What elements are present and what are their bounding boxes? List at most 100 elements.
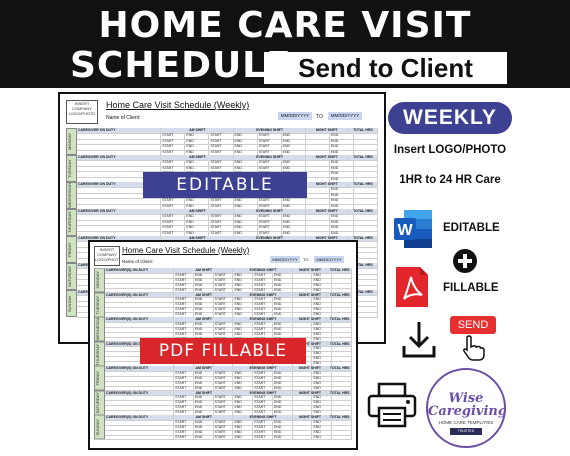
caregiver-cell[interactable] (77, 160, 162, 166)
blank-cell[interactable] (332, 429, 352, 435)
blank-cell[interactable] (293, 419, 313, 425)
start-time-cell[interactable]: START (174, 282, 194, 288)
date-from-field[interactable]: MM/DD/YYYY (278, 112, 312, 120)
end-time-cell[interactable]: END (282, 225, 306, 231)
end-time-cell[interactable]: END (312, 395, 333, 401)
blank-cell[interactable] (354, 203, 378, 209)
start-time-cell[interactable]: START (214, 405, 234, 411)
start-time-cell[interactable]: START (174, 429, 194, 435)
blank-cell[interactable] (332, 356, 352, 362)
start-time-cell[interactable]: START (253, 331, 273, 337)
start-time-cell[interactable]: START (253, 272, 273, 278)
blank-cell[interactable] (293, 282, 313, 288)
start-time-cell[interactable]: START (253, 375, 273, 381)
end-time-cell[interactable]: END (312, 287, 333, 293)
start-time-cell[interactable]: START (214, 321, 234, 327)
end-time-cell[interactable]: END (233, 321, 254, 327)
start-time-cell[interactable]: START (161, 138, 186, 145)
end-time-cell[interactable]: END (312, 356, 333, 362)
start-time-cell[interactable]: START (209, 165, 234, 172)
blank-cell[interactable] (332, 297, 352, 303)
blank-cell[interactable] (354, 246, 378, 253)
blank-cell[interactable] (293, 312, 313, 317)
caregiver-cell[interactable] (105, 424, 175, 430)
start-time-cell[interactable]: START (161, 133, 186, 139)
blank-cell[interactable] (306, 171, 330, 177)
end-time-cell[interactable]: END (312, 385, 333, 391)
end-time-cell[interactable]: END (234, 225, 258, 231)
start-time-cell[interactable]: START (214, 312, 234, 317)
end-time-cell[interactable]: END (273, 429, 293, 435)
start-time-cell[interactable]: START (258, 214, 282, 220)
start-time-cell[interactable]: START (209, 219, 234, 226)
blank-cell[interactable] (354, 300, 378, 307)
end-time-cell[interactable]: END (282, 160, 306, 166)
start-time-cell[interactable]: START (174, 312, 194, 317)
caregiver-cell[interactable] (105, 375, 175, 381)
start-time-cell[interactable]: START (258, 230, 282, 236)
end-time-cell[interactable]: END (194, 272, 214, 278)
start-time-cell[interactable]: START (214, 419, 234, 425)
end-time-cell[interactable]: END (185, 203, 210, 209)
end-time-cell[interactable]: END (312, 400, 333, 406)
end-time-cell[interactable]: END (194, 410, 214, 415)
start-time-cell[interactable]: START (253, 395, 273, 401)
start-time-cell[interactable]: START (174, 380, 194, 386)
blank-cell[interactable] (354, 160, 378, 166)
start-time-cell[interactable]: START (174, 272, 194, 278)
blank-cell[interactable] (293, 434, 313, 440)
caregiver-cell[interactable] (105, 272, 175, 278)
blank-cell[interactable] (306, 133, 330, 139)
start-time-cell[interactable]: START (253, 326, 273, 332)
end-time-cell[interactable]: END (273, 434, 293, 440)
end-time-cell[interactable]: END (233, 302, 254, 308)
start-time-cell[interactable]: START (174, 321, 194, 327)
end-time-cell[interactable]: END (233, 307, 254, 313)
end-time-cell[interactable]: END (273, 419, 293, 425)
caregiver-cell[interactable] (105, 277, 175, 283)
blank-cell[interactable] (293, 375, 313, 381)
end-time-cell[interactable]: END (330, 187, 354, 193)
end-time-cell[interactable]: END (330, 192, 354, 199)
end-time-cell[interactable]: END (312, 326, 333, 332)
end-time-cell[interactable]: END (234, 165, 258, 172)
start-time-cell[interactable]: START (258, 225, 282, 231)
start-time-cell[interactable]: START (214, 385, 234, 391)
end-time-cell[interactable]: END (312, 434, 333, 440)
end-time-cell[interactable]: END (234, 133, 258, 139)
end-time-cell[interactable]: END (234, 230, 258, 236)
start-time-cell[interactable]: START (174, 395, 194, 401)
start-time-cell[interactable]: START (161, 203, 186, 209)
caregiver-cell[interactable] (105, 380, 175, 386)
blank-cell[interactable] (354, 138, 378, 145)
start-time-cell[interactable]: START (161, 149, 186, 155)
start-time-cell[interactable]: START (174, 400, 194, 406)
end-time-cell[interactable]: END (233, 370, 254, 376)
start-time-cell[interactable]: START (253, 370, 273, 376)
end-time-cell[interactable]: END (185, 144, 210, 150)
end-time-cell[interactable]: END (194, 429, 214, 435)
end-time-cell[interactable]: END (282, 219, 306, 226)
end-time-cell[interactable]: END (312, 277, 333, 283)
blank-cell[interactable] (306, 160, 330, 166)
end-time-cell[interactable]: END (194, 385, 214, 391)
blank-cell[interactable] (293, 302, 313, 308)
end-time-cell[interactable]: END (194, 321, 214, 327)
start-time-cell[interactable]: START (214, 400, 234, 406)
start-time-cell[interactable]: START (253, 312, 273, 317)
start-time-cell[interactable]: START (209, 160, 234, 166)
end-time-cell[interactable]: END (282, 198, 306, 204)
end-time-cell[interactable]: END (185, 225, 210, 231)
end-time-cell[interactable]: END (312, 312, 333, 317)
end-time-cell[interactable]: END (194, 326, 214, 332)
start-time-cell[interactable]: START (214, 287, 234, 293)
end-time-cell[interactable]: END (194, 370, 214, 376)
end-time-cell[interactable]: END (233, 419, 254, 425)
end-time-cell[interactable]: END (234, 219, 258, 226)
blank-cell[interactable] (332, 424, 352, 430)
blank-cell[interactable] (354, 241, 378, 247)
caregiver-cell[interactable] (105, 395, 175, 401)
end-time-cell[interactable]: END (233, 277, 254, 283)
end-time-cell[interactable]: END (312, 321, 333, 327)
end-time-cell[interactable]: END (330, 149, 354, 155)
